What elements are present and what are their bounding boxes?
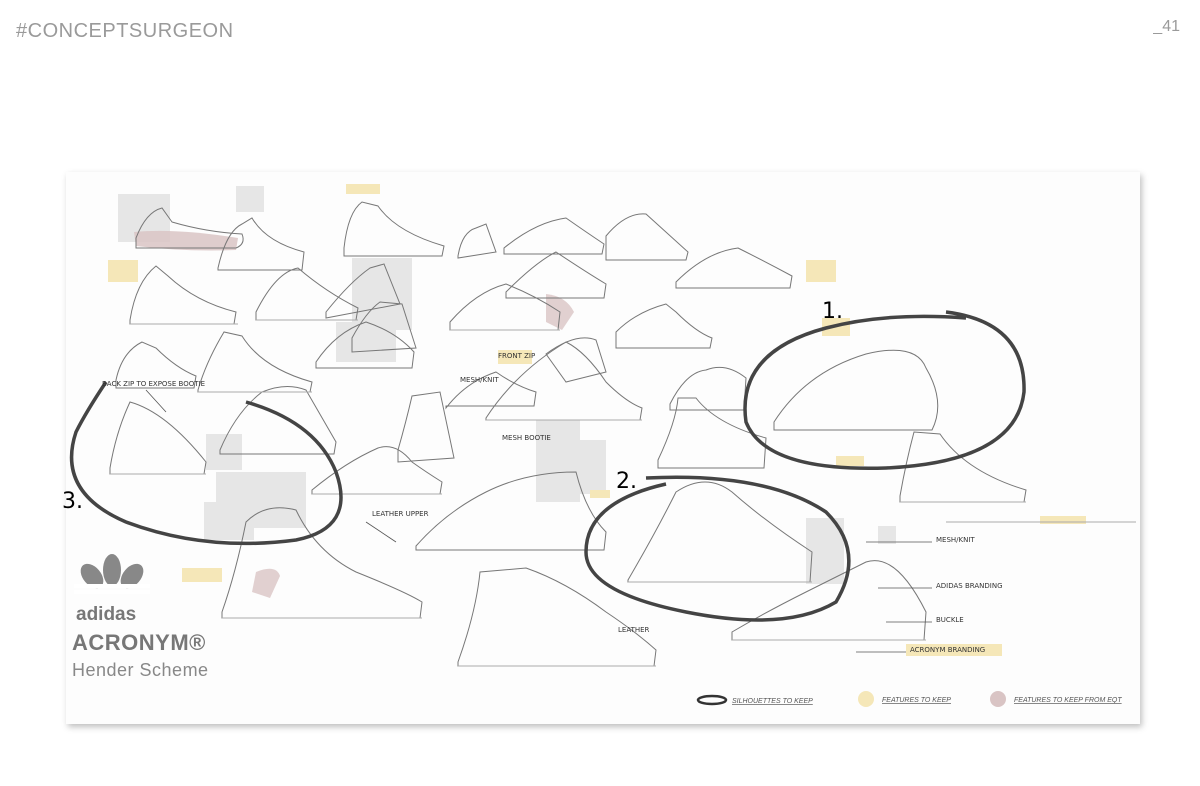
annotation-mesh-knit: MESH/KNIT [460, 376, 499, 384]
annotation-leather: LEATHER [618, 626, 650, 634]
page-header-title: #CONCEPTSURGEON [16, 20, 234, 42]
annotation-buckle: BUCKLE [936, 616, 964, 624]
leader-lines [145, 389, 932, 653]
brand-hender-scheme: Hender Scheme [72, 660, 209, 680]
legend-swatch-features-eqt [990, 691, 1006, 707]
legend-features-label: FEATURES TO KEEP [882, 697, 951, 704]
brand-adidas: adidas [76, 604, 137, 625]
annotation-acronym-branding: ACRONYM BRANDING [910, 646, 985, 654]
legend: SILHOUETTES TO KEEP FEATURES TO KEEP FEA… [696, 691, 1122, 707]
annotation-leather-upper: LEATHER UPPER [372, 510, 429, 518]
annotation-front-zip: FRONT ZIP [498, 352, 535, 360]
page-number: _41 [1153, 18, 1180, 35]
legend-swatch-silhouettes [696, 694, 728, 706]
sketch-sheet: 1. 2. 3. BACK ZIP TO EXPOSE BOOTIE FRONT… [62, 172, 1140, 724]
legend-features-eqt-label: FEATURES TO KEEP FROM EQT [1014, 697, 1122, 704]
annotation-adidas-branding: ADIDAS BRANDING [936, 582, 1003, 590]
annotation-mesh-bootie: MESH BOOTIE [502, 434, 551, 442]
sole-lines [110, 319, 1136, 667]
legend-silhouettes-label: SILHOUETTES TO KEEP [732, 698, 813, 705]
legend-swatch-features [858, 691, 874, 707]
adidas-trefoil-logo [74, 554, 150, 594]
brand-acronym: ACRONYM® [72, 630, 206, 655]
group-circles [69, 310, 1026, 622]
shoe-sketches [109, 201, 1027, 667]
group-number-3: 3. [62, 489, 83, 514]
group-number-2: 2. [616, 469, 637, 494]
background-panels [118, 186, 896, 584]
group-number-1: 1. [822, 299, 843, 324]
annotation-mesh-knit-right: MESH/KNIT [936, 536, 975, 544]
annotation-back-zip: BACK ZIP TO EXPOSE BOOTIE [102, 380, 205, 388]
sketch-drawing: 1. 2. 3. BACK ZIP TO EXPOSE BOOTIE FRONT… [62, 184, 1136, 707]
